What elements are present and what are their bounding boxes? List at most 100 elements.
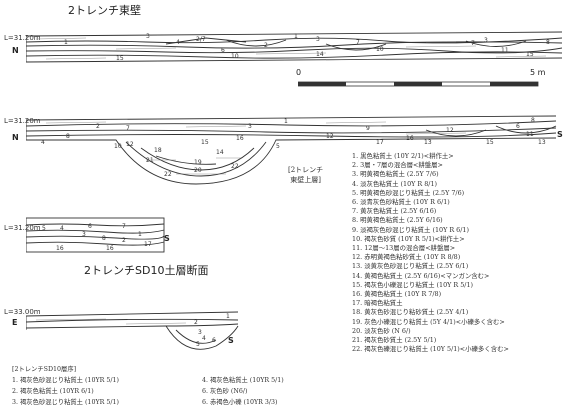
legend-item: 19. 灰色小礫混じり粘質土 (5Y 4/1)<小礫多く含む> [352, 317, 505, 326]
svg-text:8: 8 [66, 133, 70, 140]
svg-text:19: 19 [194, 159, 202, 166]
legend-item: 3. 明黄褐色粘質土 (2.5Y 7/6) [352, 170, 439, 179]
sd10-legend-item: 4. 褐灰色粘質土 (10YR 5/1) [202, 377, 284, 384]
direction-e-1: E [12, 318, 18, 327]
svg-text:1: 1 [294, 33, 298, 40]
sd10-legend-title: [2トレンチSD10層序] [12, 366, 77, 373]
svg-text:18: 18 [154, 147, 162, 154]
svg-text:3: 3 [198, 329, 202, 336]
svg-text:22: 22 [164, 171, 172, 178]
svg-text:3: 3 [82, 231, 86, 238]
svg-text:11: 11 [526, 131, 534, 138]
svg-text:10: 10 [231, 53, 239, 60]
svg-text:3: 3 [316, 36, 320, 43]
svg-text:6: 6 [516, 123, 520, 130]
direction-s-2: S [164, 234, 170, 243]
svg-text:2: 2 [264, 42, 268, 49]
legend-item: 22. 褐灰色礫混じり粘質土 (10Y 5/1)<小礫多く含む> [352, 345, 509, 354]
legend-item: 15. 褐灰色小礫混じり粘質土 (10Y R 5/1) [352, 280, 474, 289]
svg-text:3: 3 [248, 123, 252, 130]
svg-text:16: 16 [56, 245, 64, 252]
sd10-legend: [2トレンチSD10層序] 1. 褐灰色砂混じり粘質土 (10YR 5/1) 2… [12, 364, 284, 408]
legend-item: 10. 褐灰色砂質 (10Y R 5/1)<耕作土> [352, 234, 465, 243]
svg-text:2/7: 2/7 [196, 36, 206, 43]
legend-item: 6. 淡青灰色砂粘質土 (10Y R 6/1) [352, 198, 450, 207]
svg-text:8: 8 [102, 235, 106, 242]
svg-text:2: 2 [96, 123, 100, 130]
legend-item: 20. 淡灰色砂 (N 6/) [352, 326, 411, 335]
svg-text:14: 14 [316, 51, 324, 58]
svg-text:22: 22 [231, 163, 239, 170]
level-label-1: L=31.20m [4, 34, 41, 42]
level-label-3: L=31.20m [4, 224, 41, 232]
svg-text:1: 1 [284, 118, 288, 125]
sd10-legend-item: 1. 褐灰色砂混じり粘質土 (10YR 5/1) [12, 377, 119, 384]
svg-text:12: 12 [326, 133, 334, 140]
legend-item: 5. 明黄褐色砂混じり粘質土 (2.5Y 7/6) [352, 188, 465, 197]
sd10-profile-drawing: 123 456 [26, 311, 239, 350]
svg-text:16: 16 [236, 135, 244, 142]
legend-item: 16. 黄褐色粘質土 (10Y R 7/8) [352, 290, 442, 299]
svg-text:5: 5 [276, 143, 280, 150]
svg-text:10: 10 [376, 46, 384, 53]
layer-legend: 1. 黒色粘質土 (10Y 2/1)<耕作土> 2. 3層・7層の混合層<耕盤層… [352, 152, 562, 354]
svg-text:4: 4 [202, 335, 206, 342]
sd10-legend-item: 6. 赤褐色小礫 (10YR 3/3) [202, 399, 278, 406]
direction-s-3: S [228, 336, 234, 345]
svg-text:14: 14 [216, 149, 224, 156]
svg-text:15: 15 [526, 51, 534, 58]
svg-text:5: 5 [42, 225, 46, 232]
svg-text:13: 13 [424, 139, 432, 146]
legend-item: 17. 暗褐色粘質土 [352, 299, 403, 308]
svg-text:7: 7 [122, 223, 126, 230]
svg-text:11: 11 [501, 47, 509, 54]
scale-max-label: 5 m [530, 68, 546, 77]
svg-text:20: 20 [194, 167, 202, 174]
legend-item: 4. 淡灰色粘質土 (10Y R 8/1) [352, 179, 438, 188]
legend-item: 2. 3層・7層の混合層<耕盤層> [352, 161, 443, 170]
direction-n-2: N [12, 133, 19, 142]
svg-text:1: 1 [226, 313, 230, 320]
sd10-legend-item: 2. 褐灰色粘質土 (10YR 6/1) [12, 388, 94, 395]
scale-bar [298, 81, 539, 87]
legend-item: 12. 赤明黄褐色粘砂質土 (10Y R 8/8) [352, 253, 461, 262]
svg-text:4: 4 [60, 225, 64, 232]
sd10-legend-item: 6. 灰色砂 (N6/) [202, 388, 248, 395]
svg-text:15: 15 [486, 139, 494, 146]
svg-text:16: 16 [406, 135, 414, 142]
svg-text:17: 17 [144, 241, 152, 248]
svg-text:10: 10 [114, 143, 122, 150]
direction-n-1: N [12, 46, 19, 55]
legend-item: 14. 黄褐色粘質土 (2.5Y 6/16)<マンガン含む> [352, 271, 490, 280]
svg-text:15: 15 [201, 139, 209, 146]
legend-item: 13. 淡黄灰色砂混じり粘質土 (2.5Y 6/1) [352, 262, 469, 271]
sd10-section-title: 2トレンチSD10土層断面 [84, 264, 209, 277]
legend-item: 7. 黄灰色粘質土 (2.5Y 6/16) [352, 207, 437, 216]
svg-text:12: 12 [126, 141, 134, 148]
direction-s-1: S [557, 130, 563, 139]
svg-text:6: 6 [221, 47, 225, 54]
svg-text:8: 8 [546, 39, 550, 46]
scale-zero-label: 0 [296, 68, 302, 77]
level-label-4: L=33.00m [4, 308, 41, 316]
svg-text:17: 17 [376, 139, 384, 146]
svg-text:5: 5 [196, 341, 200, 348]
svg-text:16: 16 [106, 245, 114, 252]
svg-text:21: 21 [146, 157, 154, 164]
trench-note: [2トレンチ 東壁上層] [288, 166, 324, 184]
svg-text:2: 2 [122, 237, 126, 244]
legend-item: 11. 12層～13層の混合層<耕盤層> [352, 244, 456, 253]
sd10-legend-item: 3. 褐灰色砂混じり粘質土 (10YR 5/1) [12, 399, 119, 406]
legend-item: 1. 黒色粘質土 (10Y 2/1)<耕作土> [352, 152, 454, 160]
svg-text:3: 3 [146, 33, 150, 40]
svg-text:4: 4 [41, 139, 45, 146]
legend-item: 21. 褐灰色砂質土 (2.5Y 5/1) [352, 336, 437, 345]
svg-text:13: 13 [538, 139, 546, 146]
svg-text:7: 7 [126, 125, 130, 132]
level-label-2: L=31.20m [4, 117, 41, 125]
svg-text:7: 7 [471, 40, 475, 47]
svg-text:4: 4 [176, 39, 180, 46]
